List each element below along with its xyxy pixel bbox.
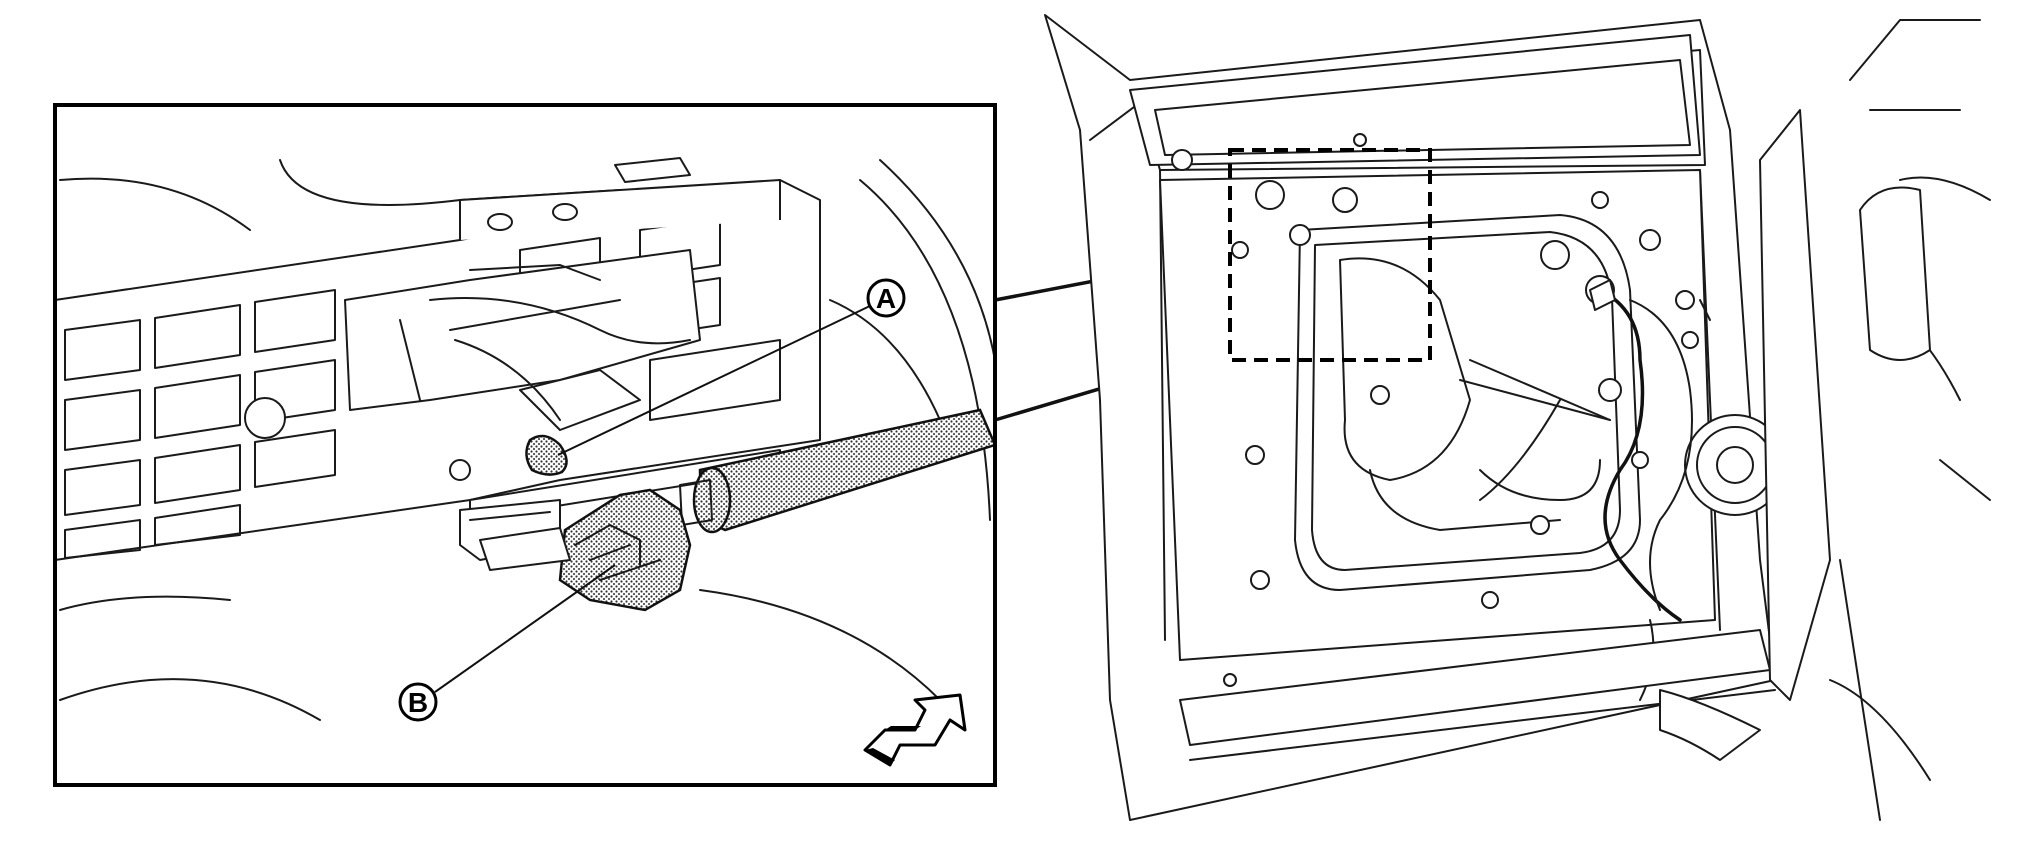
callout-b: B xyxy=(398,682,438,722)
speaker xyxy=(1684,414,1786,516)
leader-a xyxy=(557,304,873,456)
callout-a-label: A xyxy=(876,283,896,314)
detail-inset: A B xyxy=(53,103,997,787)
panel-holes xyxy=(1171,133,1699,687)
clip-a xyxy=(525,434,568,476)
connector-b xyxy=(558,488,692,612)
callout-b-label: B xyxy=(408,687,428,718)
inset-frame xyxy=(53,103,997,787)
leader-b xyxy=(434,564,616,693)
callout-a: A xyxy=(866,278,906,318)
front-direction-arrow-icon xyxy=(863,693,967,767)
zoom-area-box xyxy=(1228,148,1432,362)
door-overview xyxy=(1044,14,1991,821)
